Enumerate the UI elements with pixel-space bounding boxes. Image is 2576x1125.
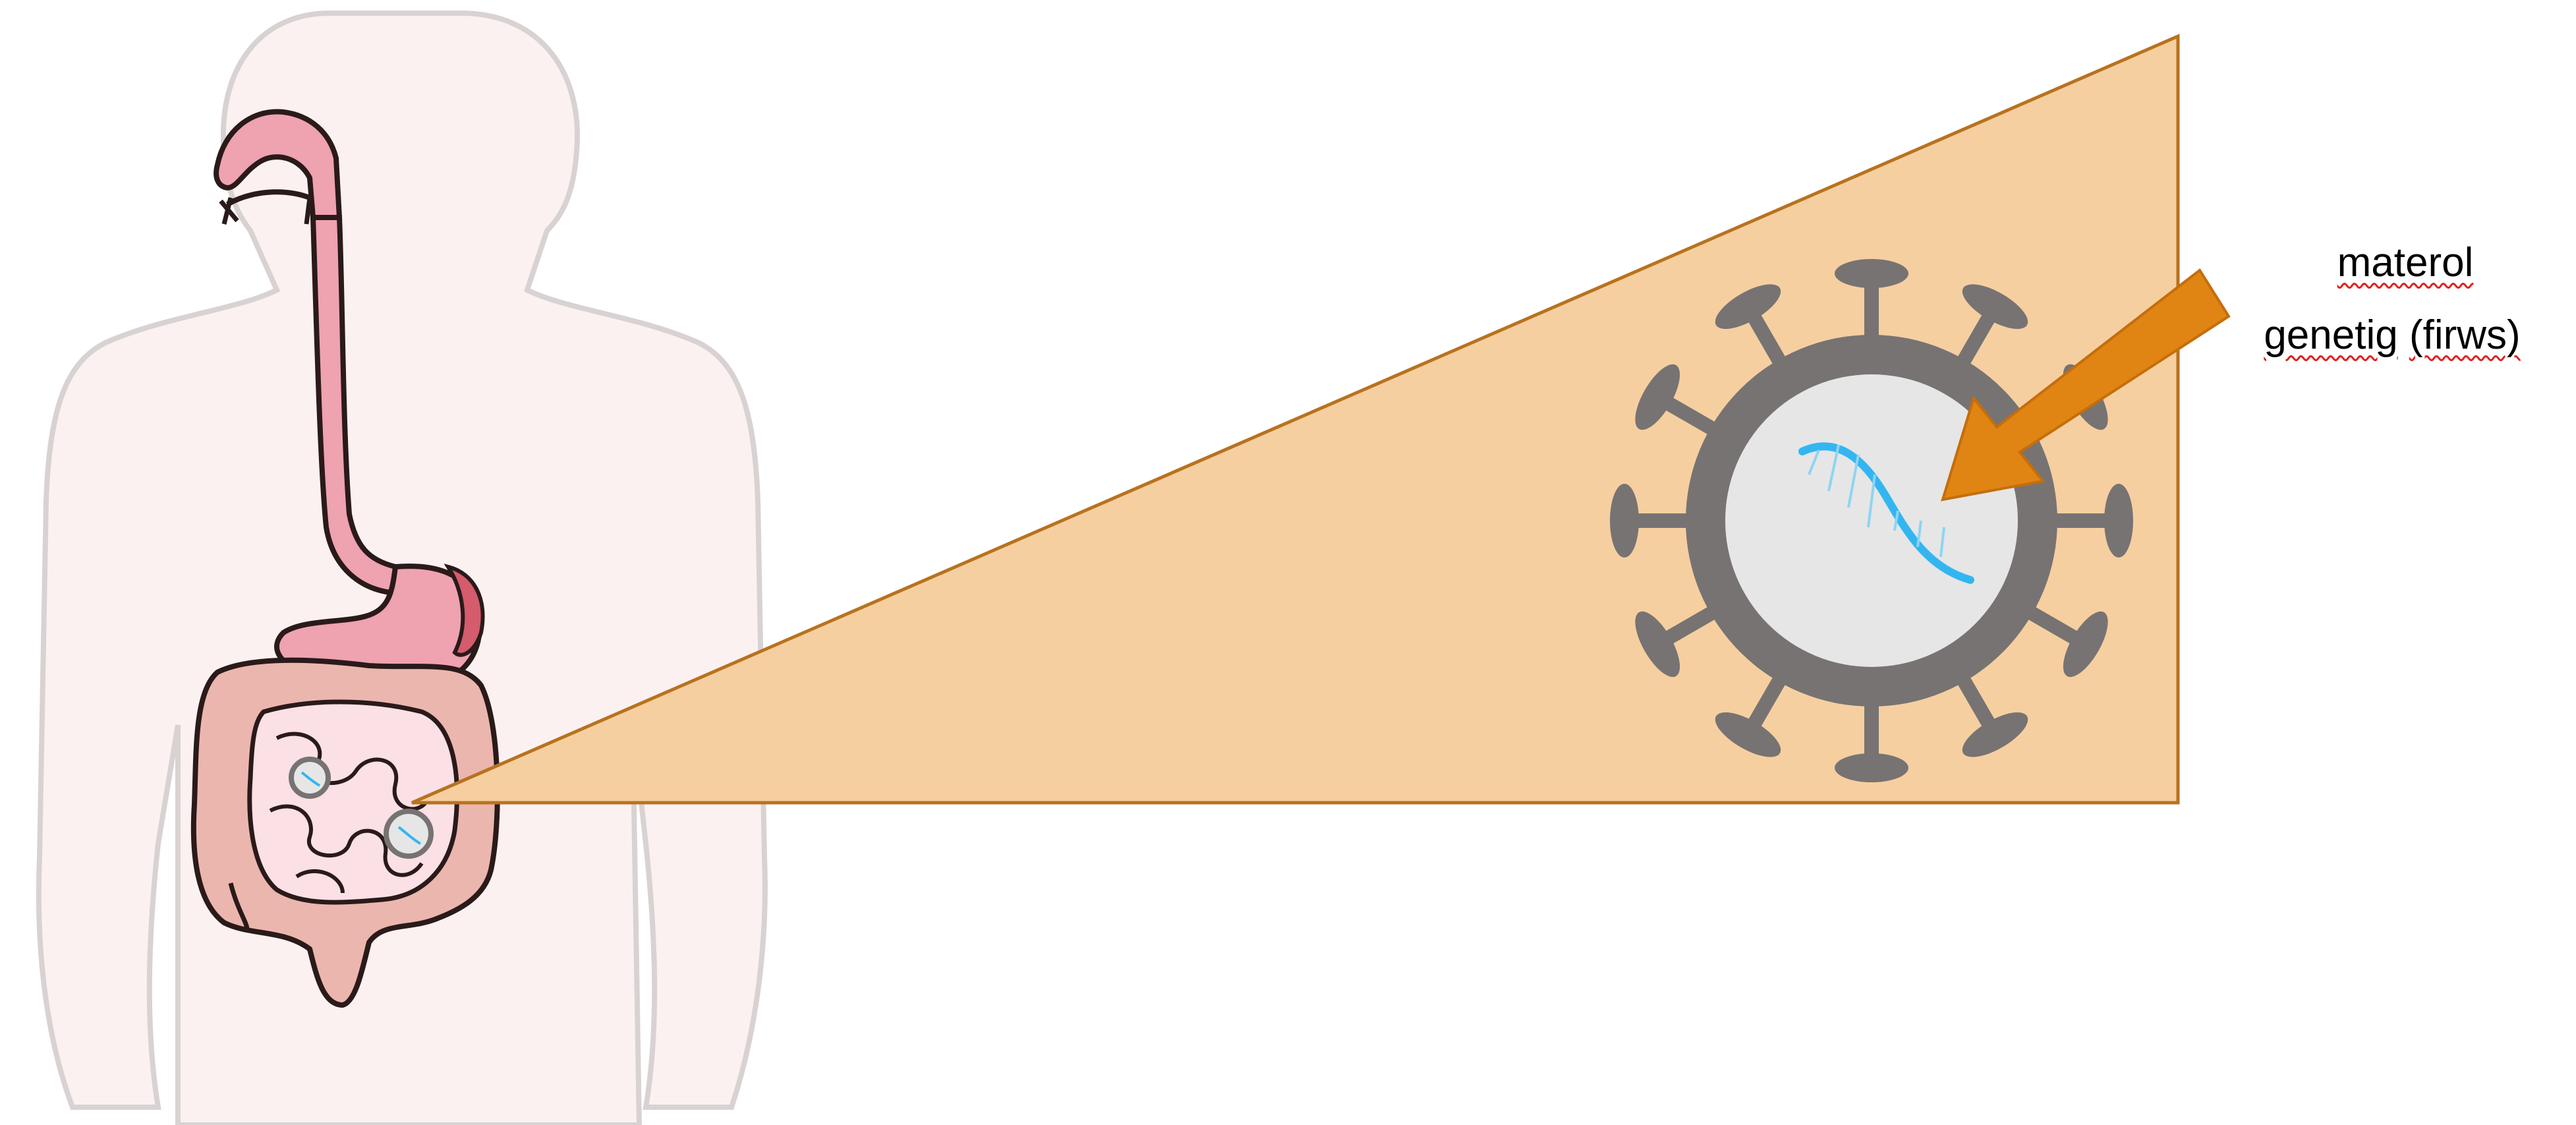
label-genetic-material-line-2: genetig (firws) — [2214, 310, 2570, 361]
virus-spike-cap — [2104, 484, 2133, 558]
virus-spike-cap — [1610, 484, 1639, 558]
label-word-firws: (firws) — [2409, 312, 2521, 358]
label-word-materol: materol — [2337, 240, 2474, 285]
gut-virus-2 — [386, 811, 431, 856]
label-genetic-material-line-1: materol — [2306, 237, 2504, 289]
gut-virus-1 — [291, 759, 328, 796]
label-word-genetig: genetig — [2264, 312, 2397, 358]
virus-spike-cap — [1835, 753, 1908, 782]
virus-spike-cap — [1835, 259, 1908, 288]
